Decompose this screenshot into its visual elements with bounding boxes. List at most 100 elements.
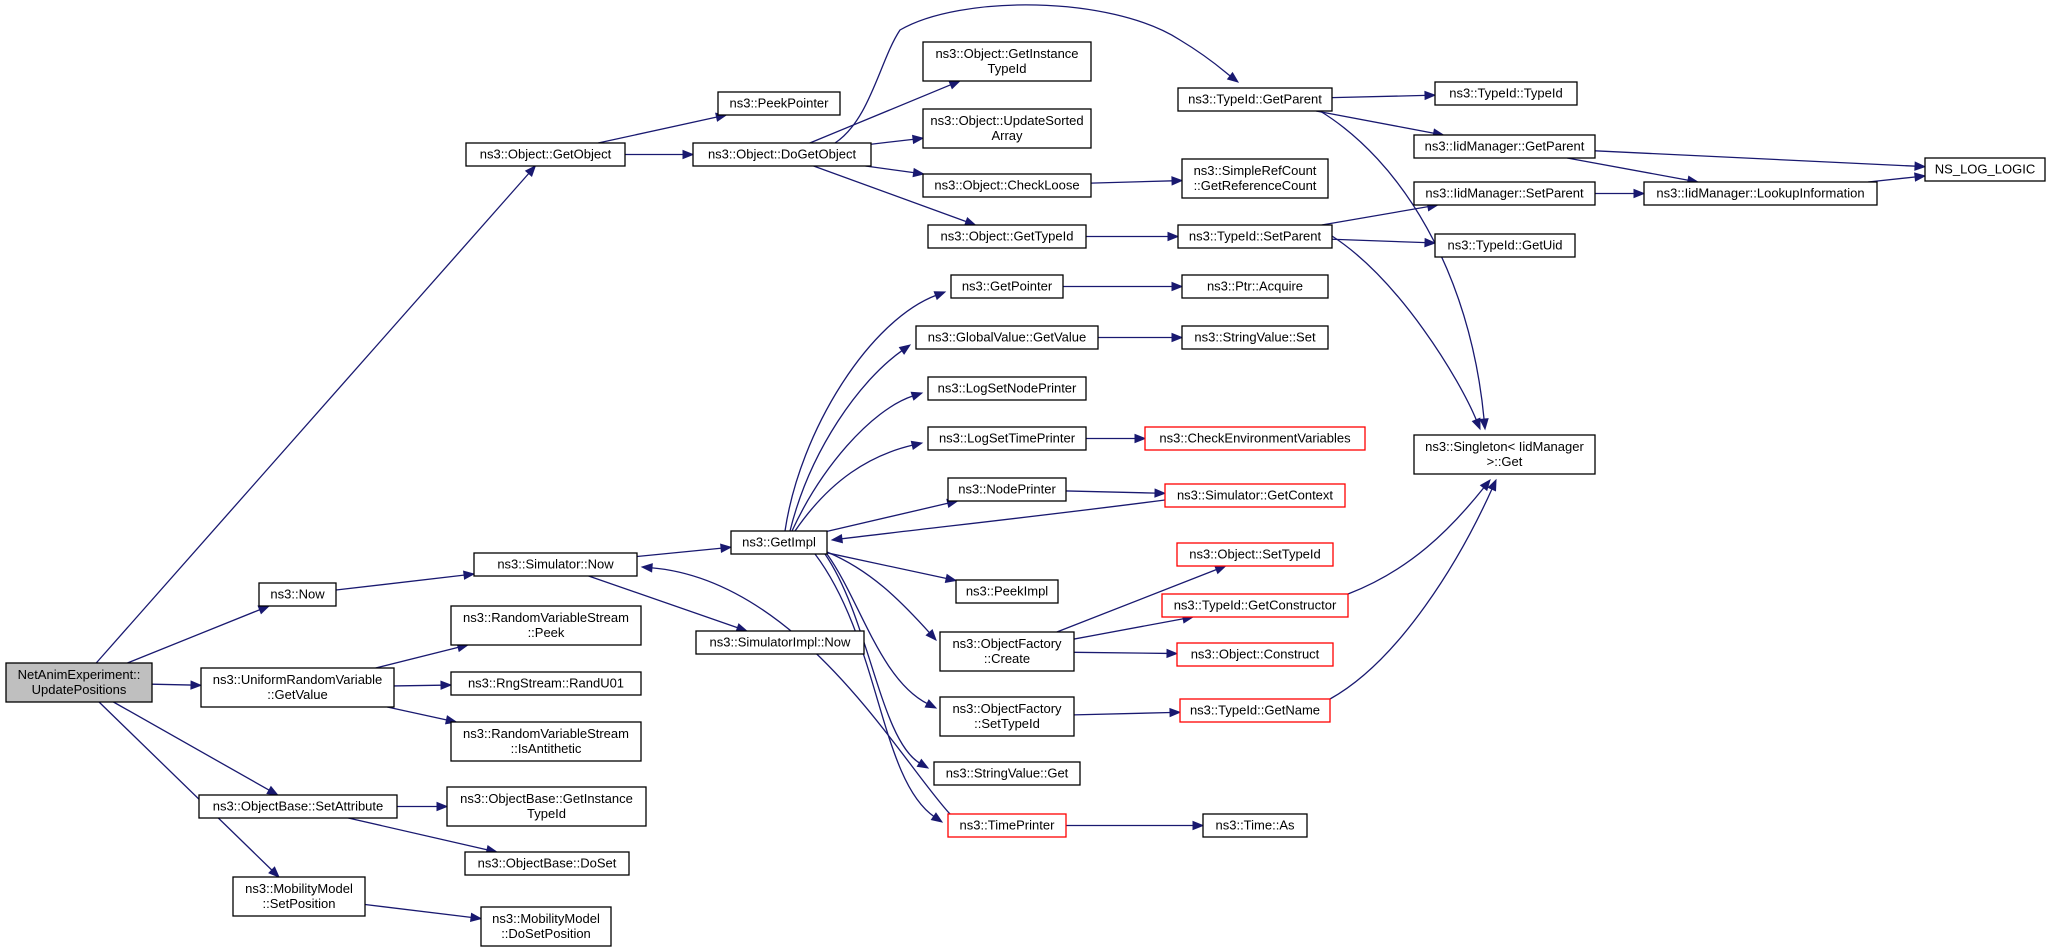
node-peekpointer[interactable]: ns3::PeekPointer <box>717 91 841 116</box>
node-simulator-now[interactable]: ns3::Simulator::Now <box>473 552 638 577</box>
node-typeid-typeid[interactable]: ns3::TypeId::TypeId <box>1434 81 1578 106</box>
node-root[interactable]: NetAnimExperiment::UpdatePositions <box>5 662 153 703</box>
edge-getimpl-to-timeprinter-arrowhead <box>930 812 944 823</box>
node-object-settypeid[interactable]: ns3::Object::SetTypeId <box>1176 542 1334 567</box>
node-ptr-acquire[interactable]: ns3::Ptr::Acquire <box>1181 274 1329 299</box>
node-box <box>927 426 1087 451</box>
edge-getimpl-to-globalvalue-getvalue <box>789 349 904 532</box>
node-label: TypeId <box>527 806 566 821</box>
node-box <box>730 530 828 555</box>
node-rvs-peek[interactable]: ns3::RandomVariableStream::Peek <box>450 605 642 646</box>
node-box <box>450 721 642 762</box>
node-box <box>717 91 841 116</box>
edge-now-to-simulator-now-arrowhead <box>463 570 476 580</box>
node-iidmanager-setparent[interactable]: ns3::IidManager::SetParent <box>1413 181 1596 206</box>
node-box <box>692 142 872 167</box>
node-box <box>1181 158 1329 199</box>
node-box <box>1164 483 1346 508</box>
node-uniform-getvalue[interactable]: ns3::UniformRandomVariable::GetValue <box>200 667 395 708</box>
edge-typeid-setparent-to-singleton-get-arrowhead <box>1471 417 1481 431</box>
node-label: ns3::TimePrinter <box>960 818 1056 833</box>
node-typeid-getuid[interactable]: ns3::TypeId::GetUid <box>1434 233 1576 258</box>
edge-object-checkloose-to-simplerefcount <box>1090 180 1174 184</box>
node-rvs-isantithetic[interactable]: ns3::RandomVariableStream::IsAntithetic <box>450 721 642 762</box>
node-typeid-getname[interactable]: ns3::TypeId::GetName <box>1179 698 1331 723</box>
node-label: NetAnimExperiment:: <box>18 667 141 682</box>
edge-object-getobject-to-object-dogetobject-arrowhead <box>682 149 695 160</box>
node-time-as[interactable]: ns3::Time::As <box>1202 813 1308 838</box>
edge-object-gettypeid-to-typeid-setparent-arrowhead <box>1167 231 1180 242</box>
edge-object-dogetobject-to-object-getinstancetypeid <box>809 83 952 144</box>
node-object-dogetobject[interactable]: ns3::Object::DoGetObject <box>692 142 872 167</box>
node-label: ns3::MobilityModel <box>245 881 353 896</box>
node-iidmanager-getparent[interactable]: ns3::IidManager::GetParent <box>1413 134 1596 159</box>
node-object-getobject[interactable]: ns3::Object::GetObject <box>465 142 626 167</box>
node-logsettimeprinter[interactable]: ns3::LogSetTimePrinter <box>927 426 1087 451</box>
node-box <box>480 906 612 947</box>
edge-iidmanager-setparent-to-iidmanager-lookupinformation-arrowhead <box>1633 188 1646 199</box>
node-simplerefcount[interactable]: ns3::SimpleRefCount::GetReferenceCount <box>1181 158 1329 199</box>
edge-timeprinter-to-simulator-now <box>650 567 951 815</box>
node-box <box>1202 813 1308 838</box>
edge-getimpl-to-objectfactory-create-arrowhead <box>925 629 937 642</box>
node-box <box>258 582 337 607</box>
edge-iidmanager-getparent-to-ns-log-logic <box>1594 150 1917 167</box>
node-label: ::GetValue <box>267 687 327 702</box>
node-mobility-setposition[interactable]: ns3::MobilityModel::SetPosition <box>232 876 366 917</box>
node-label: ns3::TypeId::TypeId <box>1449 86 1562 101</box>
edge-simulator-now-to-getimpl <box>636 547 723 558</box>
edge-simulator-now-to-simulatorimpl-now <box>588 575 739 629</box>
node-stringvalue-get[interactable]: ns3::StringValue::Get <box>933 761 1081 786</box>
node-nodeprinter[interactable]: ns3::NodePrinter <box>947 477 1067 502</box>
node-simulatorimpl-now[interactable]: ns3::SimulatorImpl::Now <box>695 630 865 655</box>
node-peekimpl[interactable]: ns3::PeekImpl <box>955 579 1059 604</box>
node-box <box>450 671 642 696</box>
node-label: ns3::PeekImpl <box>966 584 1048 599</box>
node-logsetnodeprinter[interactable]: ns3::LogSetNodePrinter <box>927 376 1087 401</box>
node-box <box>446 786 647 827</box>
node-objectfactory-settypeid[interactable]: ns3::ObjectFactory::SetTypeId <box>939 696 1075 737</box>
edge-logsettimeprinter-to-checkenvironmentvariables-arrowhead <box>1134 433 1147 444</box>
edge-getimpl-to-nodeprinter <box>826 502 949 532</box>
edge-typeid-getparent-to-iidmanager-getparent <box>1315 110 1435 134</box>
node-object-checkloose[interactable]: ns3::Object::CheckLoose <box>922 173 1092 198</box>
node-object-gettypeid[interactable]: ns3::Object::GetTypeId <box>927 224 1087 249</box>
node-globalvalue-getvalue[interactable]: ns3::GlobalValue::GetValue <box>915 325 1099 350</box>
node-singleton-get[interactable]: ns3::Singleton< IidManager >::Get <box>1413 434 1596 475</box>
node-objectbase-doset[interactable]: ns3::ObjectBase::DoSet <box>464 851 630 876</box>
node-typeid-setparent[interactable]: ns3::TypeId::SetParent <box>1177 224 1333 249</box>
node-timeprinter[interactable]: ns3::TimePrinter <box>947 813 1067 838</box>
edge-objectbase-setattribute-to-objectbase-getinstancetypeid-arrowhead <box>436 801 449 812</box>
node-stringvalue-set[interactable]: ns3::StringValue::Set <box>1181 325 1329 350</box>
node-checkenvironmentvariables[interactable]: ns3::CheckEnvironmentVariables <box>1144 426 1366 451</box>
node-getpointer[interactable]: ns3::GetPointer <box>950 274 1064 299</box>
node-label: ns3::LogSetNodePrinter <box>938 381 1077 396</box>
node-label: ns3::NodePrinter <box>958 482 1056 497</box>
node-typeid-getparent[interactable]: ns3::TypeId::GetParent <box>1177 87 1333 112</box>
node-objectbase-setattribute[interactable]: ns3::ObjectBase::SetAttribute <box>198 794 398 819</box>
node-objectfactory-create[interactable]: ns3::ObjectFactory::Create <box>939 631 1075 672</box>
edge-getimpl-to-stringvalue-get-arrowhead <box>916 758 930 769</box>
edge-objectbase-setattribute-to-objectbase-doset <box>348 817 489 851</box>
node-getimpl[interactable]: ns3::GetImpl <box>730 530 828 555</box>
node-label: ns3::Object::UpdateSorted <box>930 113 1083 128</box>
edge-getimpl-to-logsettimeprinter <box>794 444 914 532</box>
node-typeid-getconstructor[interactable]: ns3::TypeId::GetConstructor <box>1161 593 1349 618</box>
node-rngstream-randu01[interactable]: ns3::RngStream::RandU01 <box>450 671 642 696</box>
node-mobility-dosetposition[interactable]: ns3::MobilityModel::DoSetPosition <box>480 906 612 947</box>
node-label: ns3::Time::As <box>1216 818 1295 833</box>
node-now[interactable]: ns3::Now <box>258 582 337 607</box>
node-object-construct[interactable]: ns3::Object::Construct <box>1176 642 1334 667</box>
node-label: ns3::ObjectBase::SetAttribute <box>213 799 384 814</box>
node-label: ns3::TypeId::GetUid <box>1448 238 1563 253</box>
edge-getimpl-to-timeprinter <box>814 553 935 818</box>
node-simulator-getcontext[interactable]: ns3::Simulator::GetContext <box>1164 483 1346 508</box>
node-iidmanager-lookupinformation[interactable]: ns3::IidManager::LookupInformation <box>1643 181 1878 206</box>
node-ns-log-logic[interactable]: NS_LOG_LOGIC <box>1924 157 2046 182</box>
node-label: ns3::ObjectFactory <box>952 701 1062 716</box>
edge-mobility-setposition-to-mobility-dosetposition-arrowhead <box>470 912 483 923</box>
edge-mobility-setposition-to-mobility-dosetposition <box>364 903 473 919</box>
